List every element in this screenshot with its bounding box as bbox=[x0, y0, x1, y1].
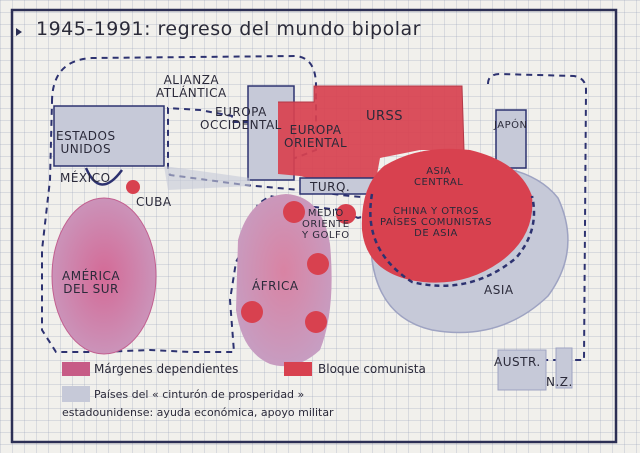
map-frame bbox=[10, 8, 618, 444]
africa-dot-4 bbox=[305, 311, 327, 333]
new-zealand-shape bbox=[555, 347, 573, 389]
africa-dot-1 bbox=[283, 201, 305, 223]
map-title: 1945-1991: regreso del mundo bipolar bbox=[36, 18, 421, 40]
legend-margins-text: Márgenes dependientes bbox=[94, 362, 239, 376]
legend-prosperity-line2: estadounidense: ayuda económica, apoyo m… bbox=[62, 406, 334, 419]
legend-communist-swatch bbox=[284, 362, 312, 376]
middle-east-dot bbox=[336, 204, 356, 224]
label-cuba: CUBA bbox=[136, 195, 172, 209]
label-nueva-zelanda: N.Z. bbox=[546, 375, 573, 389]
pacific-boundary bbox=[487, 72, 588, 361]
africa-dot-2 bbox=[307, 253, 329, 275]
atlantic-alliance-boundary bbox=[41, 54, 384, 353]
australia-shape bbox=[497, 349, 547, 391]
label-mexico: MÉXICO bbox=[60, 171, 111, 185]
legend-prosperity-line1: Países del « cinturón de prosperidad » bbox=[94, 388, 305, 401]
japan-shape bbox=[495, 109, 527, 169]
mexico-shape bbox=[84, 167, 124, 186]
cuba-dot bbox=[126, 180, 140, 194]
ussr-block bbox=[278, 86, 464, 180]
label-turquia: TURQ. bbox=[310, 180, 351, 194]
legend-prosperity-swatch bbox=[62, 386, 90, 402]
legend-margins-swatch bbox=[62, 362, 90, 376]
south-america-shape bbox=[51, 197, 157, 355]
label-urss: URSS bbox=[366, 109, 404, 124]
legend-communist-text: Bloque comunista bbox=[318, 362, 426, 376]
label-africa: ÁFRICA bbox=[252, 279, 299, 293]
africa-dot-3 bbox=[241, 301, 263, 323]
label-japon: JAPÓN bbox=[494, 120, 528, 131]
frame-arrow-icon bbox=[16, 28, 22, 36]
usa-shape bbox=[53, 105, 165, 167]
label-australia: AUSTR. bbox=[494, 355, 541, 369]
china-block bbox=[361, 148, 533, 283]
label-asia: ASIA bbox=[484, 283, 514, 297]
